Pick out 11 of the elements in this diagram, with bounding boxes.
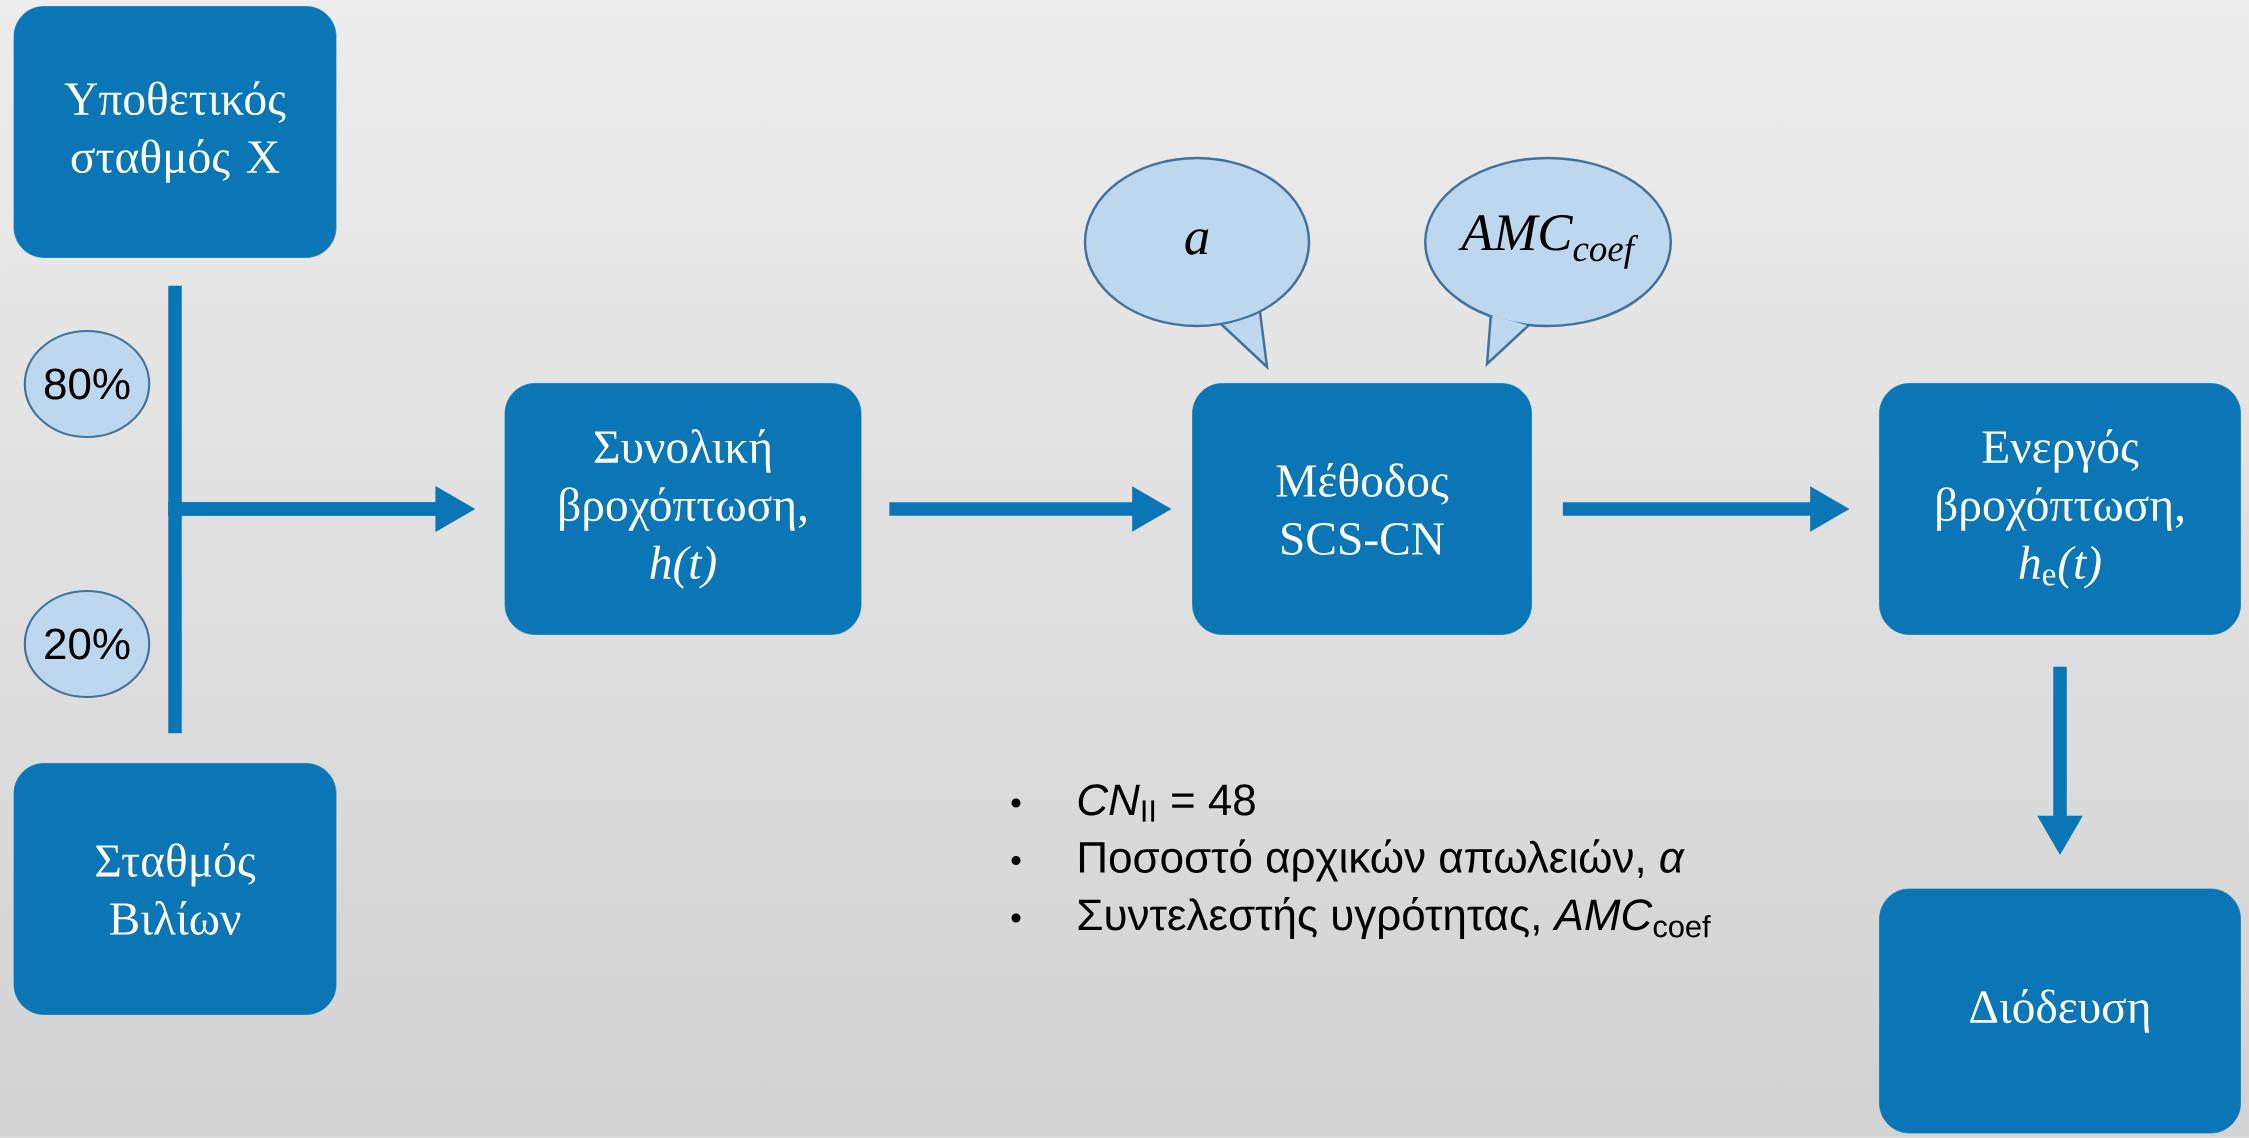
speech-bubble: AMC$_{coef}$ [1424,156,1672,368]
process-box: Υποθετικός σταθμός Χ [13,6,337,258]
process-box: Ενεργός βροχόπτωση, h$_{e}$(t) [1879,383,2241,635]
process-box: Μέθοδος SCS-CN [1192,383,1532,635]
list-item: Ποσοστό αρχικών απωλειών, α [1011,839,1685,882]
process-box: Διόδευση [1879,888,2241,1134]
list-item: CN$_{II}$ = 48 [1011,784,1255,822]
process-box: Σταθμός Βιλίων [13,763,337,1015]
list-item: Συντελεστής υγρότητας, AMC$_{coef}$ [1011,896,1711,940]
process-box: Συνολική βροχόπτωση, h(t) [504,383,862,635]
speech-bubble: a [1083,156,1311,371]
